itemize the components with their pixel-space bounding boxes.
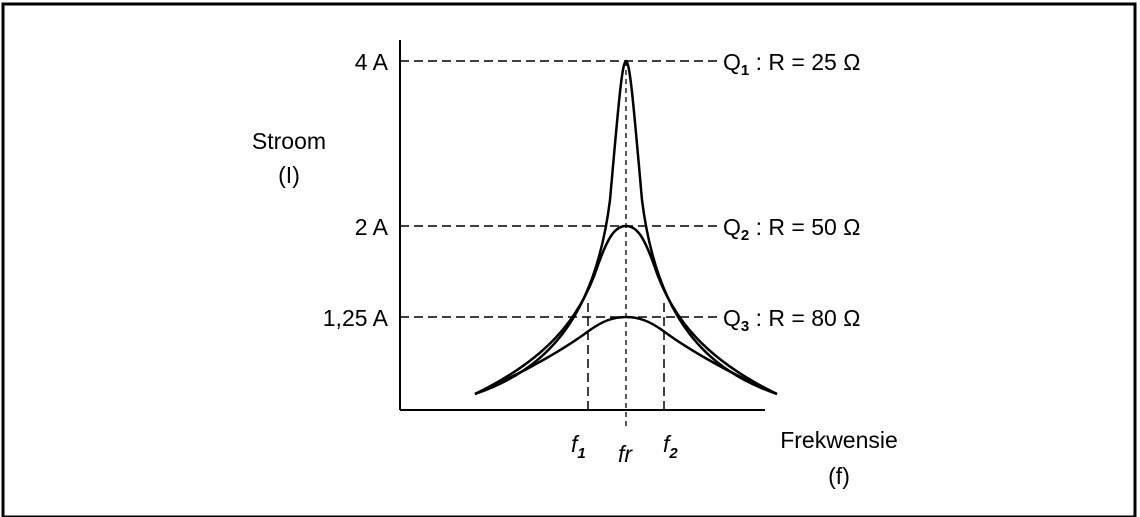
q3-text: : R = 80 Ω [749,305,860,331]
f1-subscript: 1 [577,445,585,462]
f1-base: f [571,431,580,457]
q1-text: : R = 25 Ω [749,49,860,75]
y-tick-2a: 2 A [355,214,389,240]
f2-base: f [663,431,672,457]
q3-subscript: 3 [741,318,749,335]
q2-base: Q [723,214,741,240]
f1-marker: f1 [571,431,586,462]
curve-q3 [474,315,778,396]
curve-q2-label: Q2 : R = 50 Ω [723,214,860,244]
q3-base: Q [723,305,741,331]
f2-marker: f2 [663,431,678,462]
q1-subscript: 1 [741,62,749,79]
q2-subscript: 2 [741,227,749,244]
x-axis-label-line2: (f) [828,463,850,489]
q1-base: Q [723,49,741,75]
x-axis-label-line1: Frekwensie [780,427,898,453]
curve-q3-label: Q3 : R = 80 Ω [723,305,860,335]
curve-q1-label: Q1 : R = 25 Ω [723,49,860,79]
q2-text: : R = 50 Ω [749,214,860,240]
f2-subscript: 2 [668,445,678,462]
y-tick-125a: 1,25 A [323,305,389,331]
curve-q2 [474,224,778,396]
y-axis-label-line1: Stroom [252,128,326,154]
fr-marker: fr [618,441,633,467]
y-tick-4a: 4 A [355,49,389,75]
y-axis-label-line2: (I) [278,162,300,188]
